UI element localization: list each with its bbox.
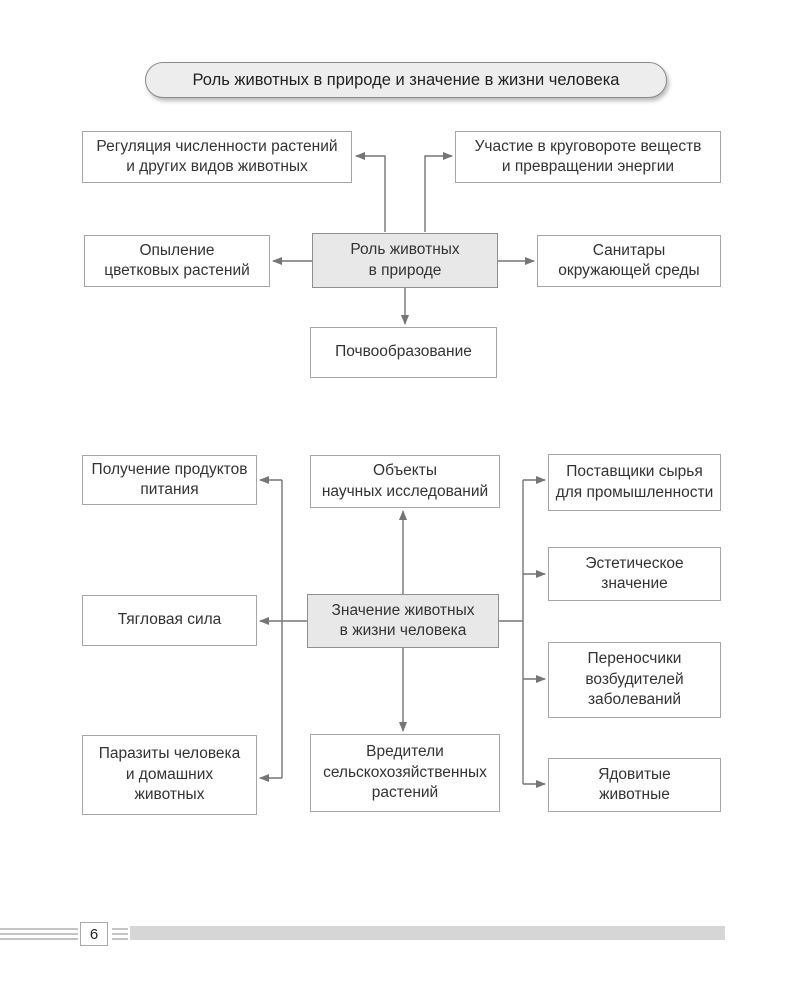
node-label-line: Переносчики [587,650,682,668]
node-label-line: Эстетическое [585,554,684,572]
node-research-objects: Объекты научных исследований [310,455,500,508]
node-label-line: Получение продуктов [91,460,248,478]
node-esthetic-value: Эстетическое значение [548,547,721,601]
footer-stripe [0,938,78,940]
node-significance-center: Значение животных в жизни человека [307,594,499,648]
node-regulation: Регуляция численности растений и других … [82,131,352,183]
node-label-line: сельскохозяйственных [323,763,487,781]
node-label-line: животных [134,786,205,804]
footer-stripe [112,928,128,930]
node-label-line: возбудителей [585,670,684,688]
footer-bar [130,926,725,940]
node-soil-formation: Почвообразование [310,327,497,378]
node-label-line: и домашних [125,765,214,783]
node-label-line: заболеваний [587,691,682,709]
node-label-line: Регуляция численности растений [96,137,338,155]
node-food-products: Получение продуктов питания [82,455,257,505]
page-number: 6 [89,925,99,943]
node-crop-pests: Вредители сельскохозяйственных растений [310,734,500,812]
page-title: Роль животных в природе и значение в жиз… [145,62,667,98]
footer-stripe [112,938,128,940]
node-parasites: Паразиты человека и домашних животных [82,735,257,815]
node-label-line: Роль животных [350,241,460,259]
node-raw-materials: Поставщики сырья для промышленности [548,454,721,511]
node-label-line: Ядовитые [598,765,671,783]
node-label-line: научных исследований [321,482,489,500]
node-label-line: животные [599,786,670,803]
node-label-line: Паразиты человека [98,745,241,763]
node-role-center: Роль животных в природе [312,233,498,288]
node-label-line: значение [601,575,668,592]
node-label-line: питания [140,481,199,498]
footer-stripe [112,933,128,935]
node-label-line: Опыление [139,241,215,259]
node-pollination: Опыление цветковых растений [84,235,270,287]
page-title-text: Роль животных в природе и значение в жиз… [192,70,620,89]
footer-stripe [0,928,78,930]
node-label-line: растений [371,784,439,802]
node-label-line: Участие в круговороте веществ [474,137,702,155]
node-label-line: Поставщики сырья [566,463,703,481]
node-label-line: цветковых растений [104,262,250,279]
node-label-line: в жизни человека [339,622,467,639]
node-label-line: Санитары [592,241,666,259]
footer-stripe [0,933,78,935]
node-label-line: для промышленности [555,483,714,501]
node-label-line: Вредители [366,743,444,761]
page-number-box: 6 [80,922,108,946]
node-draft-power: Тягловая сила [82,595,257,646]
node-label-line: Значение животных [331,601,475,619]
node-label-line: окружающей среды [558,262,700,279]
node-sanitation: Санитары окружающей среды [537,235,721,287]
node-label-line: и других видов животных [126,158,308,175]
node-venomous-animals: Ядовитые животные [548,758,721,812]
node-disease-vectors: Переносчики возбудителей заболеваний [548,642,721,718]
node-label-line: Объекты [373,462,437,480]
node-label-line: Тягловая сила [117,611,222,629]
node-cycle: Участие в круговороте веществ и превраще… [455,131,721,183]
node-label-line: в природе [368,261,442,279]
node-label-line: и превращении энергии [501,158,675,175]
node-label-line: Почвообразование [335,343,472,361]
